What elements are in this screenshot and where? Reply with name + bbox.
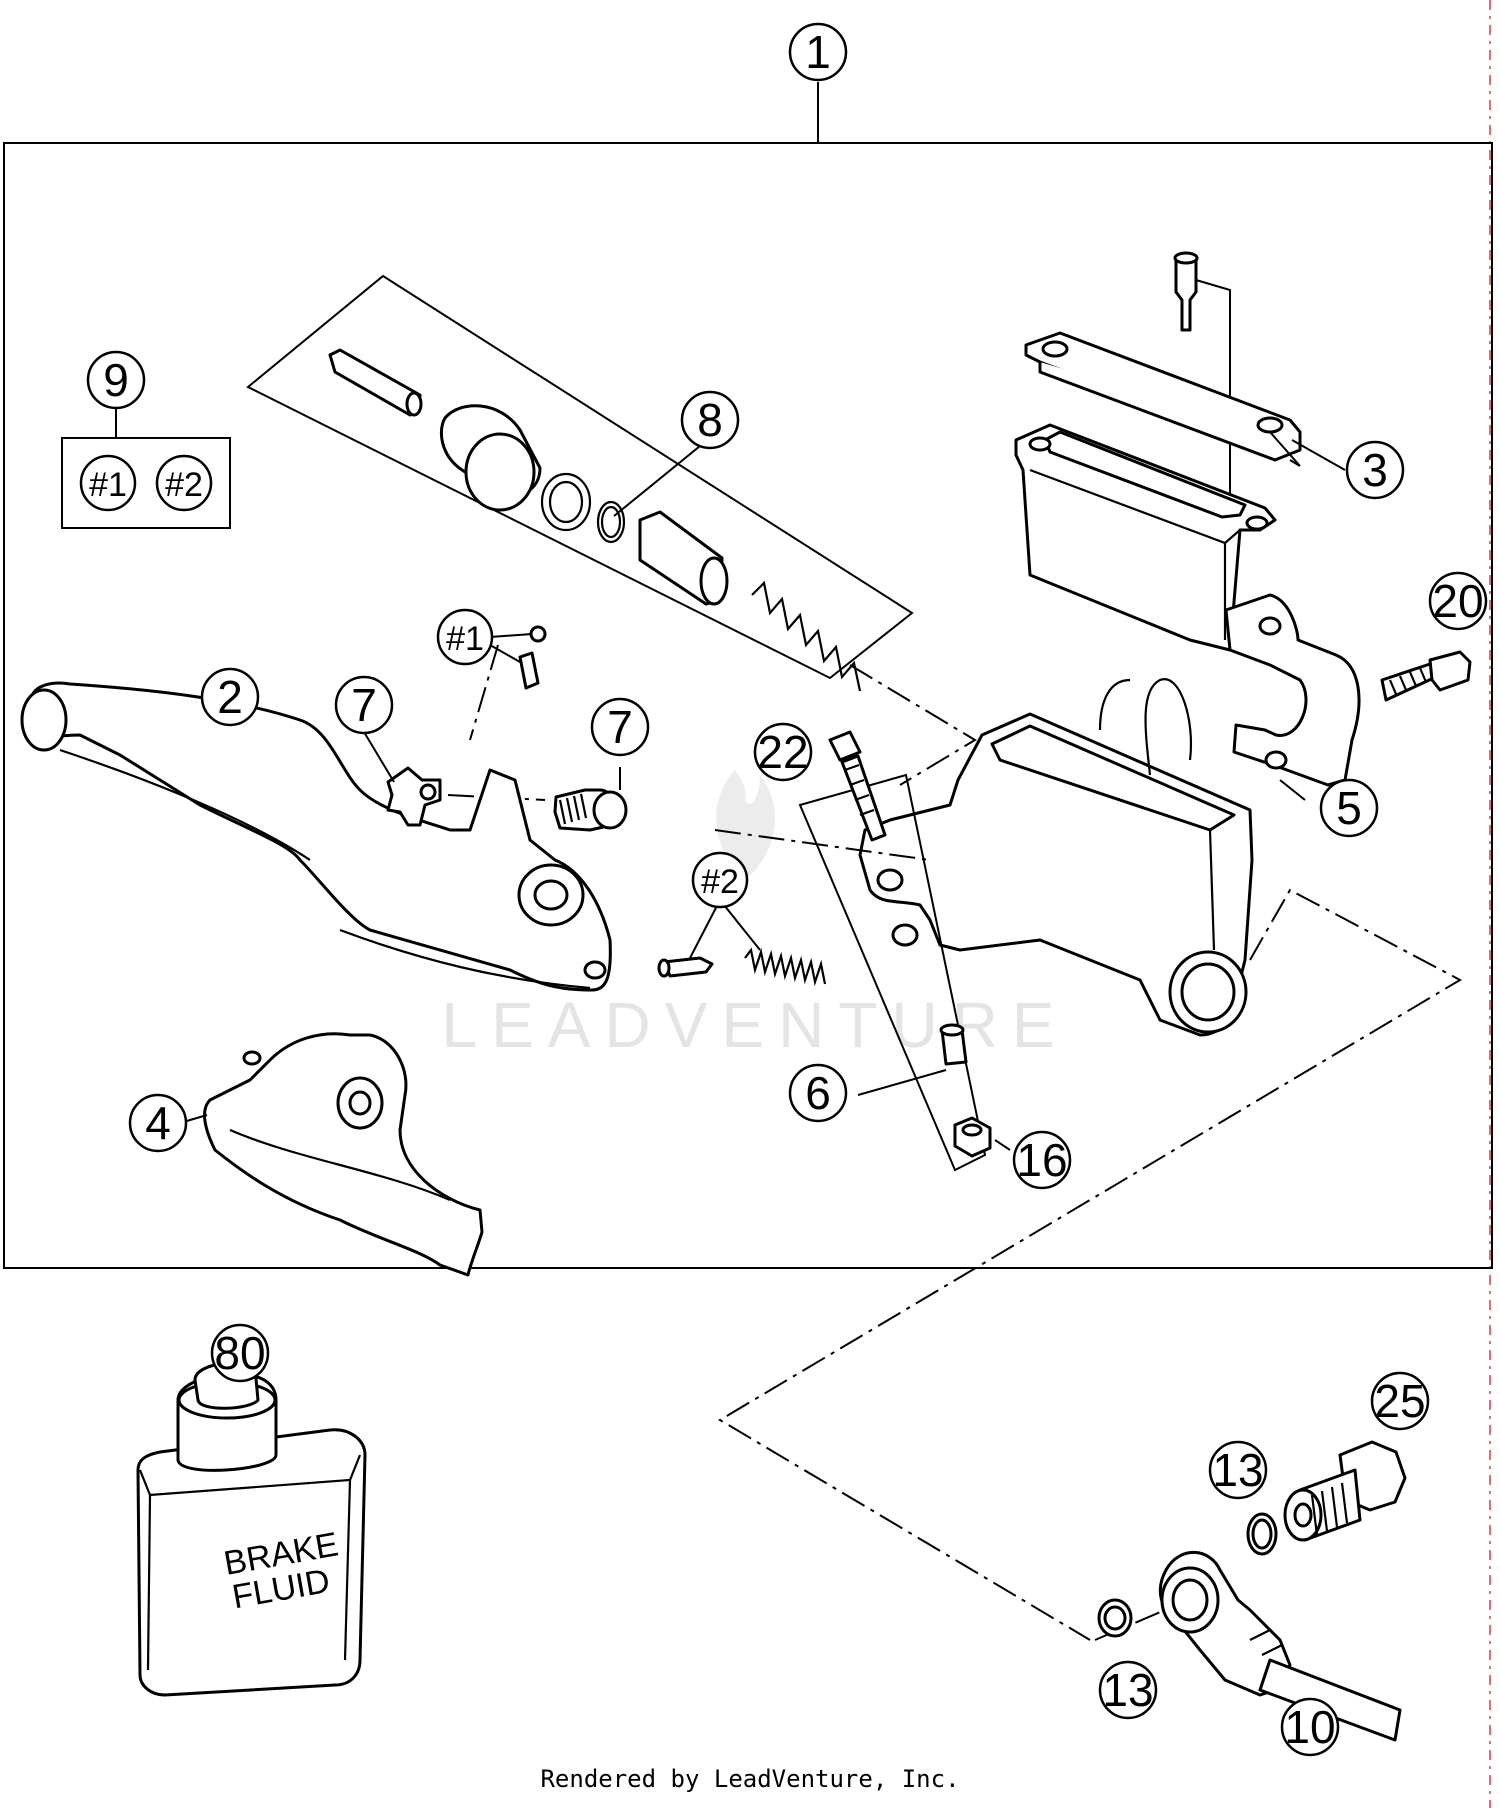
piston-kit-8 xyxy=(246,274,914,692)
dashline-hose xyxy=(718,888,1463,1641)
svg-text:6: 6 xyxy=(805,1067,831,1119)
brake-fluid-bottle-80: BRAKE FLUID xyxy=(136,1361,367,1697)
callout-80: 80 xyxy=(210,1323,270,1383)
svg-text:13: 13 xyxy=(1102,1664,1153,1716)
lever-guard-4 xyxy=(179,1032,484,1277)
leader-3 xyxy=(1291,439,1346,471)
callout-13-upper: 13 xyxy=(1208,1440,1268,1500)
svg-text:#2: #2 xyxy=(165,466,203,504)
svg-text:22: 22 xyxy=(757,726,808,778)
callout-#1-kit: #1 xyxy=(79,454,137,512)
svg-text:9: 9 xyxy=(103,354,129,406)
footer-credit: Rendered by LeadVenture, Inc. xyxy=(540,1765,960,1793)
master-cylinder-body xyxy=(858,678,1254,1037)
svg-text:#1: #1 xyxy=(446,620,484,658)
callout-25: 25 xyxy=(1370,1371,1430,1431)
callout-10: 10 xyxy=(1280,1697,1340,1757)
svg-text:#1: #1 xyxy=(89,466,127,504)
callout-20: 20 xyxy=(1428,571,1488,631)
callout-8: 8 xyxy=(680,390,740,450)
bolt-22-assembly xyxy=(798,730,1011,1172)
svg-text:4: 4 xyxy=(145,1097,171,1149)
kit-box-9 xyxy=(61,437,231,529)
callout-9: 9 xyxy=(86,350,146,410)
clamp-5 xyxy=(1224,593,1361,787)
callout-7-left: 7 xyxy=(334,675,394,735)
brake-line-assembly xyxy=(1097,1440,1407,1742)
callout-13-lower: 13 xyxy=(1098,1660,1158,1720)
svg-text:13: 13 xyxy=(1212,1444,1263,1496)
svg-text:10: 10 xyxy=(1284,1701,1335,1753)
svg-text:5: 5 xyxy=(1336,782,1362,834)
svg-text:20: 20 xyxy=(1432,575,1483,627)
bolt-20 xyxy=(1380,650,1472,702)
assembly-frame xyxy=(3,142,1493,1269)
adjuster-7 xyxy=(363,625,628,832)
callout-22: 22 xyxy=(753,722,813,782)
svg-text:#2: #2 xyxy=(701,863,739,901)
callout-5: 5 xyxy=(1319,778,1379,838)
callout-#1-ball: #1 xyxy=(436,608,494,666)
svg-text:80: 80 xyxy=(214,1327,265,1379)
callout-6: 6 xyxy=(788,1063,848,1123)
callout-#2-pin: #2 xyxy=(691,851,749,909)
leader-5 xyxy=(1279,779,1306,801)
dashline-piston xyxy=(849,664,977,786)
svg-text:7: 7 xyxy=(351,679,377,731)
callout-1: 1 xyxy=(788,22,848,82)
callout-4: 4 xyxy=(128,1093,188,1153)
dashline-pin xyxy=(714,829,931,861)
callout-#2-kit: #2 xyxy=(155,454,213,512)
svg-text:25: 25 xyxy=(1374,1375,1425,1427)
svg-text:2: 2 xyxy=(217,671,243,723)
dashline-ball xyxy=(469,644,499,741)
callout-3: 3 xyxy=(1345,440,1405,500)
callout-16: 16 xyxy=(1012,1130,1072,1190)
svg-text:1: 1 xyxy=(805,26,831,78)
svg-text:16: 16 xyxy=(1016,1134,1067,1186)
callout-7-right: 7 xyxy=(590,697,650,757)
brake-lever-2 xyxy=(20,681,612,992)
watermark-text: LEADVENTURE xyxy=(442,989,1069,1061)
reservoir-cover-3 xyxy=(1014,251,1302,652)
svg-text:7: 7 xyxy=(607,701,633,753)
pin-spring-#2 xyxy=(657,899,827,987)
svg-text:8: 8 xyxy=(697,394,723,446)
callout-2: 2 xyxy=(200,667,260,727)
svg-text:3: 3 xyxy=(1362,444,1388,496)
